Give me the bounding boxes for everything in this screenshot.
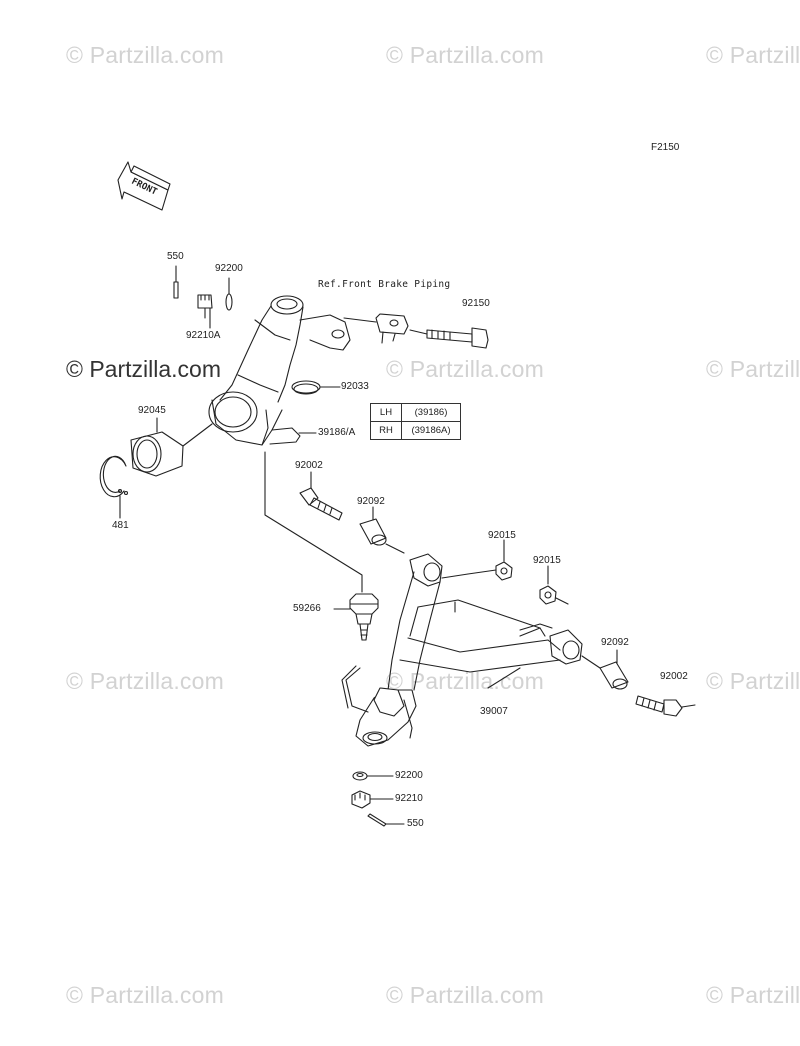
watermark: © Partzilla.com [386, 42, 544, 68]
part-label-92200-top: 92200 [215, 263, 243, 274]
part-label-92092-right: 92092 [601, 637, 629, 648]
steering-knuckle [208, 295, 351, 446]
washer-bottom [352, 771, 394, 781]
bolt-92150 [409, 327, 489, 349]
a-arm-39007 [341, 553, 583, 747]
part-label-481: 481 [112, 520, 129, 531]
part-label-92200-bottom: 92200 [395, 770, 423, 781]
part-label-550-top: 550 [167, 251, 184, 262]
part-label-92033: 92033 [341, 381, 369, 392]
part-label-92002-right: 92002 [660, 671, 688, 682]
ball-joint-59266 [333, 593, 379, 641]
watermark: © Partzilla.com [386, 982, 544, 1008]
watermark-highlighted: © Partzilla.com [66, 356, 221, 382]
washer-top [225, 277, 233, 311]
part-label-550-bottom: 550 [407, 818, 424, 829]
table-cell-side: LH [370, 403, 402, 422]
part-label-92015-b: 92015 [533, 555, 561, 566]
part-label-92045: 92045 [138, 405, 166, 416]
figure-code: F2150 [651, 142, 680, 153]
part-label-39007: 39007 [480, 706, 508, 717]
cotter-pin-bottom [367, 813, 405, 827]
part-label-92092-left: 92092 [357, 496, 385, 507]
part-label-92002-left: 92002 [295, 460, 323, 471]
front-arrow-icon: FRONT [117, 161, 171, 211]
cotter-pin-top [173, 265, 179, 299]
watermark: © Partzilla.com [706, 668, 800, 694]
part-label-92210: 92210 [395, 793, 423, 804]
bolt-92002-left [299, 471, 343, 521]
bushing-92092-right [581, 649, 629, 690]
circlip-92033 [291, 380, 321, 395]
part-label-92015-a: 92015 [488, 530, 516, 541]
snap-ring-481 [99, 455, 129, 519]
table-row: RH (39186A) [370, 421, 461, 440]
table-cell-side: RH [370, 421, 402, 440]
watermark: © Partzilla.com [706, 42, 800, 68]
part-label-92210a: 92210A [186, 330, 221, 341]
bushing-92092-left [359, 506, 405, 554]
watermark: © Partzilla.com [706, 356, 800, 382]
part-label-59266: 59266 [293, 603, 321, 614]
side-part-table: LH (39186) RH (39186A) [370, 403, 461, 440]
watermark: © Partzilla.com [66, 982, 224, 1008]
watermark: © Partzilla.com [386, 356, 544, 382]
castle-nut-bottom [351, 790, 394, 809]
castle-nut-top [197, 294, 213, 319]
nut-92015-a [495, 539, 513, 581]
table-cell-part: (39186A) [401, 421, 461, 440]
part-label-39186a: 39186/A [318, 427, 356, 438]
bearing-92045 [130, 423, 213, 477]
watermark: © Partzilla.com [706, 982, 800, 1008]
table-cell-part: (39186) [401, 403, 461, 422]
brake-piping-clamp [343, 313, 409, 344]
watermark: © Partzilla.com [66, 42, 224, 68]
watermark: © Partzilla.com [66, 668, 224, 694]
nut-92015-b [539, 565, 569, 605]
part-label-92150: 92150 [462, 298, 490, 309]
table-row: LH (39186) [370, 403, 461, 422]
reference-note: Ref.Front Brake Piping [318, 279, 451, 290]
bolt-92002-right [635, 695, 696, 717]
